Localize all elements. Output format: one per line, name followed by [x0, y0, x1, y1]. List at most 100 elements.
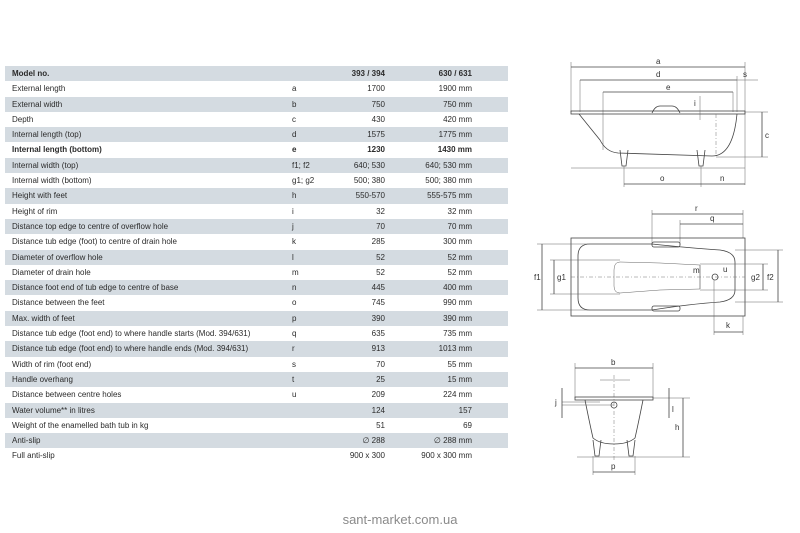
row-value-model-1: 52: [376, 267, 385, 277]
row-label: Handle overhang: [12, 374, 73, 384]
row-value-model-2: 224 mm: [443, 390, 472, 400]
row-label: Internal width (bottom): [12, 176, 92, 186]
row-value-model-2: 157: [458, 405, 472, 415]
dim-label-j: j: [554, 398, 557, 407]
dim-label-q: q: [710, 214, 714, 223]
row-value-model-2: 55 mm: [447, 359, 472, 369]
row-value-model-2: 15 mm: [447, 374, 472, 384]
row-value-model-2: 900 x 300 mm: [421, 451, 472, 461]
dim-label-u: u: [723, 265, 727, 274]
row-label: Diameter of overflow hole: [12, 252, 103, 262]
dim-label-g2: g2: [751, 273, 760, 282]
row-label: Weight of the enamelled bath tub in kg: [12, 420, 149, 430]
row-value-model-2: 500; 380 mm: [425, 176, 472, 186]
row-value-model-1: 745: [371, 298, 385, 308]
row-label: Anti-slip: [12, 436, 41, 446]
row-label: Depth: [12, 114, 34, 124]
table-row: Distance top edge to centre of overflow …: [5, 218, 508, 235]
row-symbol: u: [292, 390, 297, 400]
header-model-1: 393 / 394: [351, 69, 385, 78]
row-value-model-1: 124: [371, 405, 385, 415]
row-value-model-2: 69: [463, 420, 472, 430]
row-symbol: o: [292, 298, 297, 308]
row-value-model-1: 550-570: [355, 191, 385, 201]
row-value-model-2: 750 mm: [443, 99, 472, 109]
row-label: Full anti-slip: [12, 451, 55, 461]
row-value-model-2: 52 mm: [447, 267, 472, 277]
row-label: Diameter of drain hole: [12, 267, 91, 277]
row-value-model-1: 445: [371, 283, 385, 293]
row-value-model-2: 400 mm: [443, 283, 472, 293]
row-value-model-2: 52 mm: [447, 252, 472, 262]
row-value-model-2: 1900 mm: [438, 84, 472, 94]
row-symbol: h: [292, 191, 297, 201]
dim-label-m: m: [693, 266, 700, 275]
dim-label-r: r: [695, 204, 698, 213]
row-value-model-2: 32 mm: [447, 206, 472, 216]
row-label: External width: [12, 99, 63, 109]
row-label: Distance foot end of tub edge to centre …: [12, 283, 179, 293]
row-symbol: b: [292, 99, 297, 109]
table-row: Distance tub edge (foot end) to where ha…: [5, 341, 508, 357]
row-value-model-2: 1013 mm: [438, 344, 472, 354]
table-row: Distance tub edge (foot) to centre of dr…: [5, 234, 508, 249]
row-value-model-1: ∅ 288: [362, 436, 385, 446]
row-symbol: d: [292, 130, 297, 140]
row-symbol: r: [292, 344, 295, 354]
row-label: Distance tub edge (foot end) to where ha…: [12, 344, 249, 354]
row-label: Distance tub edge (foot) to centre of dr…: [12, 237, 177, 247]
row-symbol: e: [292, 145, 297, 155]
row-symbol: n: [292, 283, 297, 293]
dim-label-o: o: [660, 174, 665, 183]
dim-label-a: a: [656, 57, 661, 66]
dim-label-n: n: [720, 174, 724, 183]
row-value-model-1: 750: [371, 99, 385, 109]
row-value-model-1: 52: [376, 252, 385, 262]
side-view-drawing: a d e s i c o n: [570, 57, 769, 187]
row-label: Internal length (bottom): [12, 145, 102, 155]
row-value-model-2: 555-575 mm: [427, 191, 472, 201]
row-label: Water volume** in litres: [12, 405, 95, 415]
row-symbol: f1; f2: [292, 160, 310, 170]
row-value-model-2: 70 mm: [447, 221, 472, 231]
row-label: Width of rim (foot end): [12, 359, 92, 369]
row-value-model-1: 285: [371, 237, 385, 247]
dim-label-i: i: [694, 99, 696, 108]
row-value-model-1: 640; 530: [353, 160, 385, 170]
row-value-model-2: ∅ 288 mm: [433, 436, 472, 446]
table-row: External width b 750 750 mm: [5, 96, 508, 112]
row-value-model-1: 51: [376, 420, 385, 430]
dim-label-g1: g1: [557, 273, 566, 282]
row-symbol: p: [292, 313, 297, 323]
table-row: Distance tub edge (foot end) to where ha…: [5, 326, 508, 341]
watermark: sant-market.com.ua: [342, 512, 458, 527]
row-value-model-2: 1775 mm: [438, 130, 472, 140]
table-row: Weight of the enamelled bath tub in kg 51…: [5, 418, 508, 433]
dim-label-p: p: [611, 462, 616, 471]
row-symbol: i: [292, 206, 294, 216]
row-label: Height of rim: [12, 206, 58, 216]
row-symbol: j: [292, 221, 294, 231]
dim-label-f1: f1: [534, 273, 541, 282]
dim-label-k: k: [726, 321, 731, 330]
row-value-model-1: 1230: [367, 145, 385, 155]
row-label: Internal width (top): [12, 160, 79, 170]
dim-label-h: h: [675, 423, 679, 432]
row-symbol: a: [292, 84, 297, 94]
table-header-row: Model no. 393 / 394 630 / 631: [5, 66, 508, 82]
table-row: Distance foot end of tub edge to centre …: [5, 280, 508, 296]
top-view-drawing: r q f1 g1 g2 f2 m u k: [534, 204, 783, 335]
dim-label-f2: f2: [767, 273, 774, 282]
